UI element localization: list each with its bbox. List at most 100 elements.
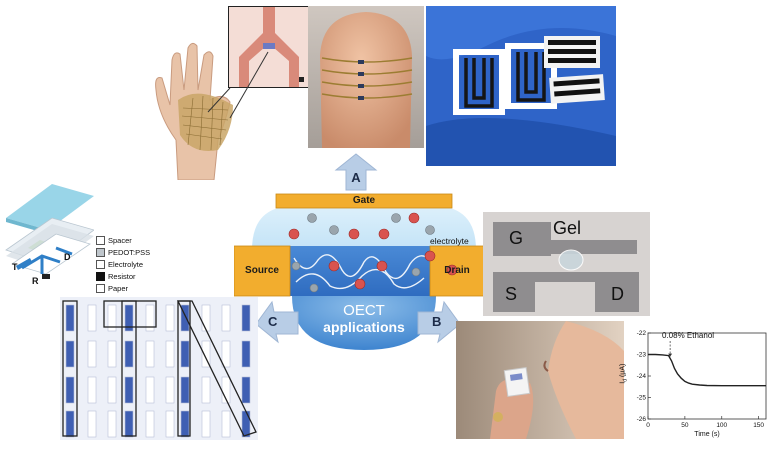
source-label: Source	[245, 265, 279, 276]
array-cell	[65, 410, 75, 438]
printed-oect-array-photo	[60, 297, 258, 440]
array-cell	[124, 340, 134, 368]
series-line	[648, 353, 766, 387]
array-cell	[87, 410, 97, 438]
legend-item-paper: Paper	[96, 282, 168, 294]
legend-item-resistor: Resistor	[96, 270, 168, 282]
glove-electrodes-photo	[426, 6, 616, 166]
x-tick-label: 100	[716, 422, 727, 429]
inset-pointer-lines	[207, 51, 269, 119]
array-cell	[65, 376, 75, 404]
arrow-c-label: C	[268, 314, 278, 329]
legend-swatch-electrolyte	[96, 259, 105, 269]
array-cell	[165, 376, 175, 404]
gate-label: Gate	[352, 195, 376, 206]
arrow-b: B	[414, 298, 464, 344]
gel-label-gel: Gel	[553, 218, 582, 238]
array-cell	[145, 410, 155, 438]
y-tick-label: -25	[637, 395, 647, 402]
legend-swatch-resistor	[96, 271, 105, 281]
electrolyte-label: electrolyte	[430, 236, 469, 246]
y-axis-label: Id (µA)	[619, 364, 628, 384]
array-cell	[201, 304, 211, 332]
legend-item-electrolyte: Electrolyte	[96, 258, 168, 270]
plot-frame	[647, 332, 767, 420]
array-cell	[124, 410, 134, 438]
legend-label: Resistor	[108, 271, 136, 281]
breath-sensor-photo	[456, 321, 624, 439]
gel-label-d: D	[611, 284, 624, 304]
array-cell	[165, 340, 175, 368]
fingertip-electrodes-photo	[308, 6, 424, 148]
array-cell	[107, 410, 117, 438]
array-cell	[201, 376, 211, 404]
y-tick-label: -26	[637, 416, 647, 423]
legend-item-spacer: Spacer	[96, 234, 168, 246]
legend-label: Paper	[108, 283, 129, 293]
x-axis-label: Time (s)	[694, 431, 720, 438]
x-tick-label: 150	[753, 422, 764, 429]
gel-label-g: G	[509, 228, 524, 248]
array-cell	[65, 340, 75, 368]
array-cell	[65, 304, 75, 332]
layered-device-illustration: T D R	[2, 178, 94, 290]
array-cell	[107, 340, 117, 368]
array-cell	[201, 410, 211, 438]
array-cell	[241, 304, 251, 332]
array-cell	[124, 376, 134, 404]
drain-label: Drain	[444, 265, 470, 276]
x-tick-label: 0	[646, 422, 650, 429]
y-axis-label-unit: (µA)	[619, 363, 627, 378]
array-cell	[180, 376, 190, 404]
y-axis-label-main: I	[619, 381, 627, 384]
array-cell	[241, 340, 251, 368]
legend-label: PEDOT:PSS	[108, 247, 151, 257]
legend-label: Electrolyte	[108, 259, 144, 269]
device-label-r: R	[32, 276, 39, 286]
oect-diagram: Gate electrolyte Source Drain OECT appli…	[234, 190, 494, 360]
x-tick-label: 50	[681, 422, 689, 429]
array-cell	[165, 410, 175, 438]
arrow-b-label: B	[432, 314, 442, 329]
array-cell	[241, 376, 251, 404]
arrow-a-label: A	[351, 170, 361, 185]
array-cell	[221, 304, 231, 332]
array-cell	[221, 410, 231, 438]
array-cell	[87, 376, 97, 404]
y-tick-label: -22	[637, 330, 647, 337]
legend-label: Spacer	[108, 235, 132, 245]
device-label-d: D	[64, 252, 71, 262]
array-cell	[145, 340, 155, 368]
device-label-t: T	[12, 262, 18, 272]
annotation-arrowhead	[668, 353, 673, 357]
y-tick-label: -23	[637, 352, 647, 359]
electrode-pattern-inset	[228, 6, 310, 88]
legend-item-pedot: PEDOT:PSS	[96, 246, 168, 258]
gel-label-s: S	[505, 284, 518, 304]
array-cell	[145, 376, 155, 404]
oect-title: OECT	[343, 302, 385, 319]
array-cell	[145, 304, 155, 332]
arrow-c: C	[252, 298, 302, 344]
legend-swatch-pedot	[96, 247, 105, 257]
array-cell	[87, 340, 97, 368]
array-cell	[180, 410, 190, 438]
array-cell	[180, 304, 190, 332]
gel-device-photo: G Gel S D	[483, 212, 650, 316]
array-cell	[87, 304, 97, 332]
array-cell	[180, 340, 190, 368]
layer-legend: Spacer PEDOT:PSS Electrolyte Resistor Pa…	[96, 234, 168, 294]
oect-subtitle: applications	[323, 319, 405, 335]
array-cell	[107, 376, 117, 404]
arrow-a: A	[334, 152, 378, 192]
annotation-label: 0.08% Ethanol	[662, 331, 715, 340]
y-axis-label-sub: d	[622, 378, 629, 382]
array-cell	[107, 304, 117, 332]
array-cell	[124, 304, 134, 332]
array-cell	[201, 340, 211, 368]
array-cell	[221, 340, 231, 368]
array-cell	[165, 304, 175, 332]
